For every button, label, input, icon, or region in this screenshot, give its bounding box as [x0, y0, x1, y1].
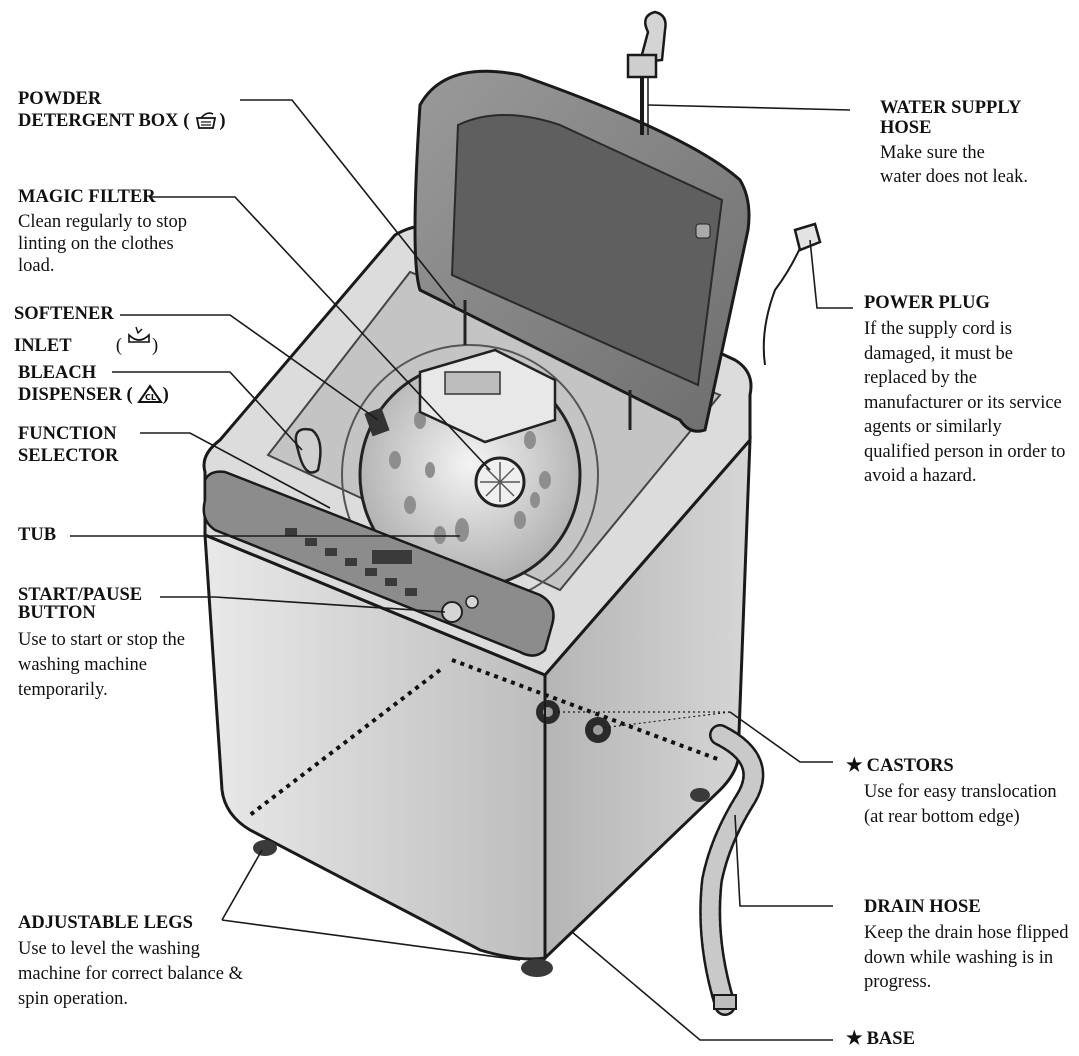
label-title: WATER SUPPLY — [880, 98, 1022, 118]
label-description: If the supply cord is damaged, it must b… — [864, 319, 1066, 486]
label-title: DRAIN HOSE — [864, 897, 981, 917]
label-title: BLEACH — [18, 363, 97, 383]
svg-text:CL: CL — [145, 393, 156, 402]
label-description: Use to level the washing machine for cor… — [18, 939, 243, 1009]
label-softener-inlet: SOFTENER INLET () — [14, 304, 159, 356]
label-title: POWER PLUG — [864, 293, 990, 313]
label-description: Use to start or stop the washing machine… — [18, 630, 185, 700]
bleach-icon: CL — [136, 384, 163, 404]
label-title: SELECTOR — [18, 446, 119, 466]
star-icon: ★ — [846, 756, 863, 776]
label-title: FUNCTION — [18, 424, 117, 444]
label-title: TUB — [18, 525, 57, 545]
label-adjustable-legs: ADJUSTABLE LEGS Use to level the washing… — [18, 912, 258, 1012]
label-title: ADJUSTABLE LEGS — [18, 913, 193, 933]
label-title: MAGIC FILTER — [18, 187, 156, 207]
label-bleach-dispenser: BLEACH DISPENSER (CL) — [18, 363, 169, 405]
label-title: DETERGENT BOX — [18, 111, 179, 131]
label-castors: ★CASTORS Use for easy translocation (at … — [846, 755, 1068, 829]
label-title: BUTTON — [18, 603, 96, 623]
label-title: CASTORS — [866, 756, 954, 776]
softener-icon — [126, 325, 152, 345]
detergent-box-icon — [193, 110, 219, 130]
label-magic-filter: MAGIC FILTER Clean regularly to stop lin… — [18, 186, 208, 277]
label-function-selector: FUNCTION SELECTOR — [18, 423, 118, 467]
label-description: Use for easy translocation (at rear bott… — [864, 782, 1057, 827]
label-powder-detergent-box: POWDER DETERGENT BOX () — [18, 89, 226, 131]
label-title: BASE — [866, 1029, 915, 1049]
label-title: INLET — [14, 336, 72, 356]
label-water-supply-hose: WATER SUPPLY HOSE Make sure the water do… — [880, 98, 1060, 189]
label-tub: TUB — [18, 524, 56, 546]
label-base: ★BASE — [846, 1028, 915, 1050]
label-description: Make sure the water does not leak. — [880, 143, 1028, 187]
label-title: POWDER — [18, 89, 102, 109]
label-start-pause-button: START/PAUSE BUTTON Use to start or stop … — [18, 586, 193, 703]
label-description: Clean regularly to stop linting on the c… — [18, 212, 188, 276]
label-power-plug: POWER PLUG If the supply cord is damaged… — [864, 292, 1069, 489]
star-icon: ★ — [846, 1029, 863, 1049]
label-title: START/PAUSE — [18, 585, 143, 605]
label-title: DISPENSER — [18, 385, 122, 405]
label-title: HOSE — [880, 118, 932, 138]
label-drain-hose: DRAIN HOSE Keep the drain hose flipped d… — [864, 896, 1076, 995]
label-description: Keep the drain hose flipped down while w… — [864, 923, 1069, 992]
label-title: SOFTENER — [14, 304, 114, 324]
